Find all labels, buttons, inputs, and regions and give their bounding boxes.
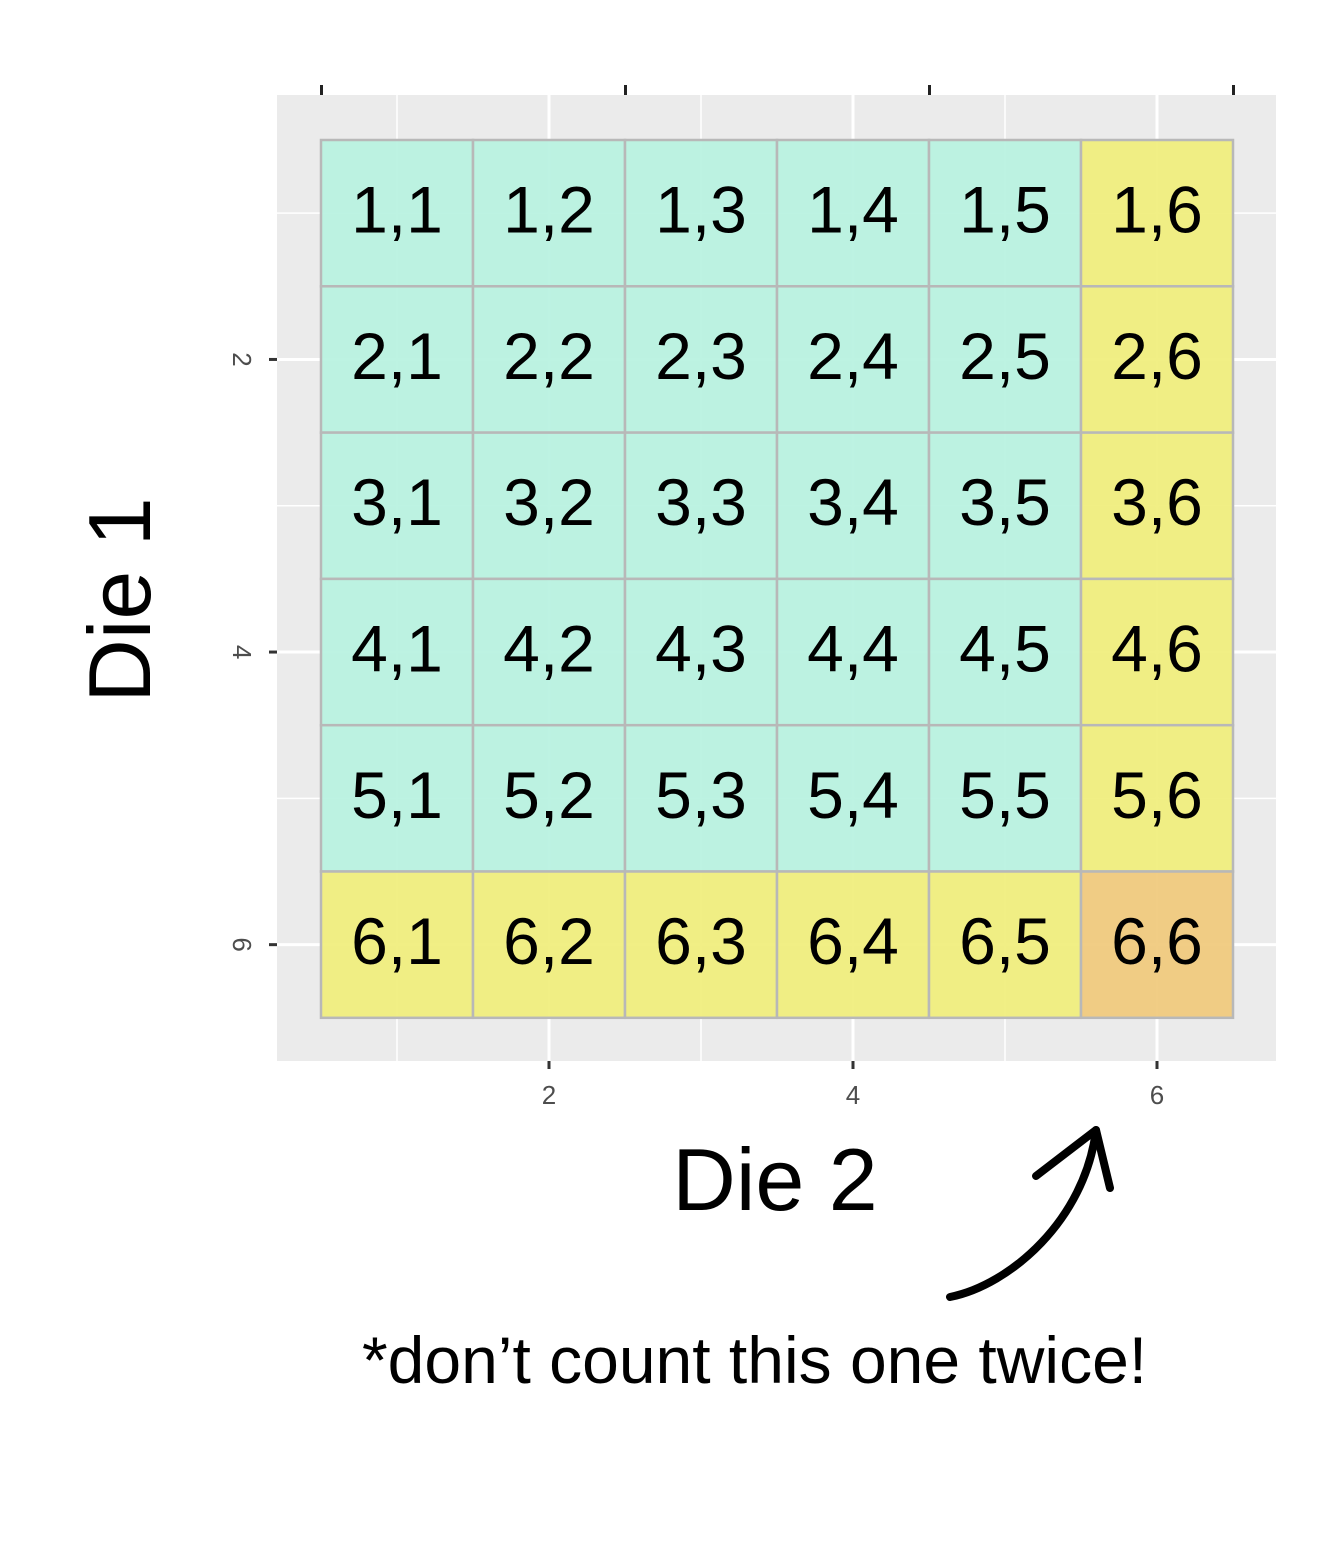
outcome-cell-label: 2,2: [503, 319, 595, 393]
outcome-cell: [319, 870, 475, 1020]
outcome-cell-label: 5,1: [351, 758, 443, 832]
outcome-cell-label: 5,3: [655, 758, 747, 832]
outcome-cell: [623, 870, 779, 1020]
outcome-cell-label: 1,3: [655, 173, 747, 247]
outcome-cell-label: 5,5: [959, 758, 1051, 832]
outcome-cell-label: 1,1: [351, 173, 443, 247]
outcome-cell: [775, 285, 931, 434]
outcome-cell-label: 2,5: [959, 319, 1051, 393]
outcome-cell: [775, 577, 931, 727]
outcome-cell: [319, 285, 475, 434]
outcome-cell: [1079, 138, 1235, 288]
top-axis-ticks: [320, 85, 1235, 95]
outcome-cell-label: 2,4: [807, 319, 899, 393]
outcome-cell: [1079, 723, 1235, 873]
outcome-cell-label: 2,1: [351, 319, 443, 393]
outcome-cell-label: 2,6: [1111, 319, 1203, 393]
outcome-cell-label: 6,6: [1111, 904, 1203, 978]
outcome-cell: [623, 431, 779, 581]
outcome-cell: [1079, 577, 1235, 727]
outcome-cell-label: 3,6: [1111, 465, 1203, 539]
outcome-cell-label: 4,6: [1111, 611, 1203, 685]
outcome-cell-label: 5,2: [503, 758, 595, 832]
outcome-cell-label: 2,3: [655, 319, 747, 393]
outcome-cell: [319, 577, 475, 727]
outcome-cell-label: 6,5: [959, 904, 1051, 978]
axes: 2 4 6 2 4 6: [227, 352, 1164, 1110]
outcome-cell: [471, 431, 627, 581]
outcome-cell-label: 1,4: [807, 173, 899, 247]
outcome-cell-label: 3,4: [807, 465, 899, 539]
outcome-cell-label: 1,6: [1111, 173, 1203, 247]
outcome-cell-label: 6,3: [655, 904, 747, 978]
outcome-cell: [319, 431, 475, 581]
outcome-cell: [1079, 870, 1235, 1020]
annotation-note: *don’t count this one twice!: [362, 1323, 1148, 1397]
outcome-cell-label: 6,4: [807, 904, 899, 978]
arrowhead-icon: [1032, 1126, 1114, 1192]
y-axis-title: Die 1: [70, 497, 169, 702]
x-tick-label: 6: [1150, 1080, 1164, 1110]
y-tick-label: 2: [227, 352, 257, 366]
outcome-cell: [623, 285, 779, 434]
outcome-cell-label: 4,1: [351, 611, 443, 685]
outcome-cell-label: 3,3: [655, 465, 747, 539]
outcome-cell: [1079, 285, 1235, 434]
outcome-cell-label: 3,5: [959, 465, 1051, 539]
outcome-cell-label: 6,2: [503, 904, 595, 978]
outcome-cell-label: 1,5: [959, 173, 1051, 247]
outcome-cell-label: 5,4: [807, 758, 899, 832]
outcome-cell: [927, 138, 1083, 288]
outcome-cell-label: 5,6: [1111, 758, 1203, 832]
outcome-cell-label: 4,4: [807, 611, 899, 685]
outcome-cell-label: 4,3: [655, 611, 747, 685]
y-tick-label: 6: [227, 937, 257, 951]
outcome-cell-label: 4,5: [959, 611, 1051, 685]
outcome-cell-label: 1,2: [503, 173, 595, 247]
outcome-cell: [927, 870, 1083, 1020]
outcome-cell: [927, 285, 1083, 434]
outcome-cell: [319, 138, 475, 288]
outcome-cell-label: 3,2: [503, 465, 595, 539]
y-tick-label: 4: [227, 645, 257, 659]
curved-arrow-icon: [946, 1126, 1100, 1301]
outcome-cell-label: 3,1: [351, 465, 443, 539]
outcome-cell: [471, 723, 627, 873]
outcome-cell-label: 4,2: [503, 611, 595, 685]
outcome-cells: 1,1 1,2 1,3 1,4 1,5 1,6 2,1 2,2 2,3 2,4 2,5 2,6 3,1 3…: [319, 138, 1235, 1020]
x-tick-label: 4: [846, 1080, 860, 1110]
x-tick-label: 2: [542, 1080, 556, 1110]
outcome-cell: [319, 723, 475, 873]
outcome-cell: [927, 577, 1083, 727]
outcome-cell-label: 6,1: [351, 904, 443, 978]
x-axis-title: Die 2: [672, 1130, 877, 1229]
outcome-cell: [471, 577, 627, 727]
